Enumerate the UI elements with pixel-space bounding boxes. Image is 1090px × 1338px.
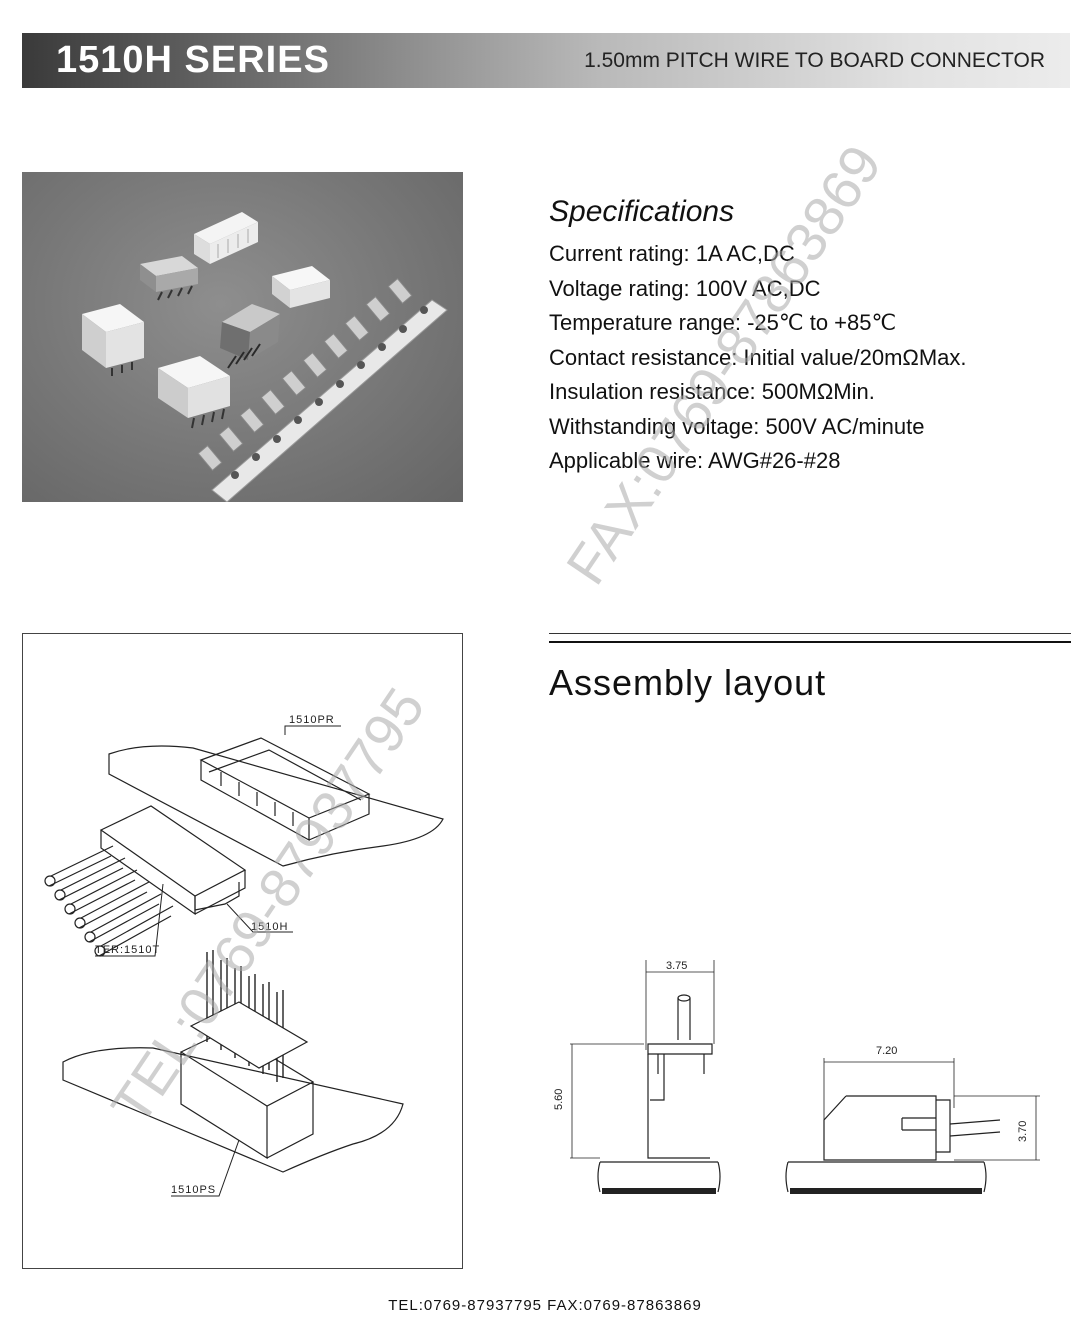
dim-3-70: 3.70	[1017, 1121, 1029, 1142]
dim-7-20: 7.20	[876, 1045, 897, 1057]
divider-thick	[549, 641, 1071, 643]
product-photo	[22, 172, 463, 502]
specifications-block: Specifications Current rating: 1A AC,DC …	[549, 195, 967, 479]
dimension-drawings: 3.75 5.60 7.20 3.70	[553, 960, 1040, 1194]
spec-contact-resistance: Contact resistance: Initial value/20mΩMa…	[549, 344, 967, 370]
label-1510h: 1510H	[251, 921, 288, 933]
series-title: 1510H SERIES	[56, 39, 330, 81]
assembly-drawing: 1510PR 1510H TER:1510T 1510PS	[22, 633, 463, 1269]
header-banner: 1510H SERIES 1.50mm PITCH WIRE TO BOARD …	[22, 33, 1070, 88]
label-1510ps: 1510PS	[171, 1184, 216, 1196]
dim-drawing-right: 7.20 3.70	[785, 1045, 1040, 1194]
dim-5-60: 5.60	[553, 1089, 565, 1110]
dim-3-75: 3.75	[666, 960, 687, 972]
specifications-title: Specifications	[549, 195, 735, 228]
housing-white-1	[194, 212, 258, 264]
divider-thin	[549, 633, 1071, 634]
spec-current-rating: Current rating: 1A AC,DC	[549, 241, 795, 266]
label-ter-1510t: TER:1510T	[95, 944, 160, 956]
header-white-bottom	[158, 356, 230, 429]
wires	[44, 845, 174, 957]
housing-1510h	[99, 805, 247, 916]
header-grey-1	[140, 256, 198, 301]
housing-white-2	[272, 266, 330, 308]
pcb-upper	[108, 745, 444, 867]
header-white-left	[82, 304, 144, 376]
spec-applicable-wire: Applicable wire: AWG#26-#28	[549, 448, 841, 473]
spec-voltage-rating: Voltage rating: 100V AC,DC	[549, 275, 821, 301]
header-1510pr	[199, 737, 371, 842]
spec-insulation-resistance: Insulation resistance: 500MΩMin.	[549, 379, 875, 404]
header-grey-2	[220, 304, 280, 369]
spec-temperature-range: Temperature range: -25℃ to +85℃	[549, 310, 897, 335]
label-1510pr: 1510PR	[289, 714, 335, 726]
footer-contact: TEL:0769-87937795 FAX:0769-87863869	[388, 1297, 702, 1314]
assembly-layout-title: Assembly layout	[549, 662, 827, 703]
series-subtitle: 1.50mm PITCH WIRE TO BOARD CONNECTOR	[584, 49, 1045, 72]
header-1510ps	[179, 950, 315, 1160]
spec-withstanding-voltage: Withstanding voltage: 500V AC/minute	[549, 413, 925, 439]
pcb-lower	[62, 1047, 404, 1173]
dim-drawing-left: 3.75 5.60	[553, 960, 721, 1194]
